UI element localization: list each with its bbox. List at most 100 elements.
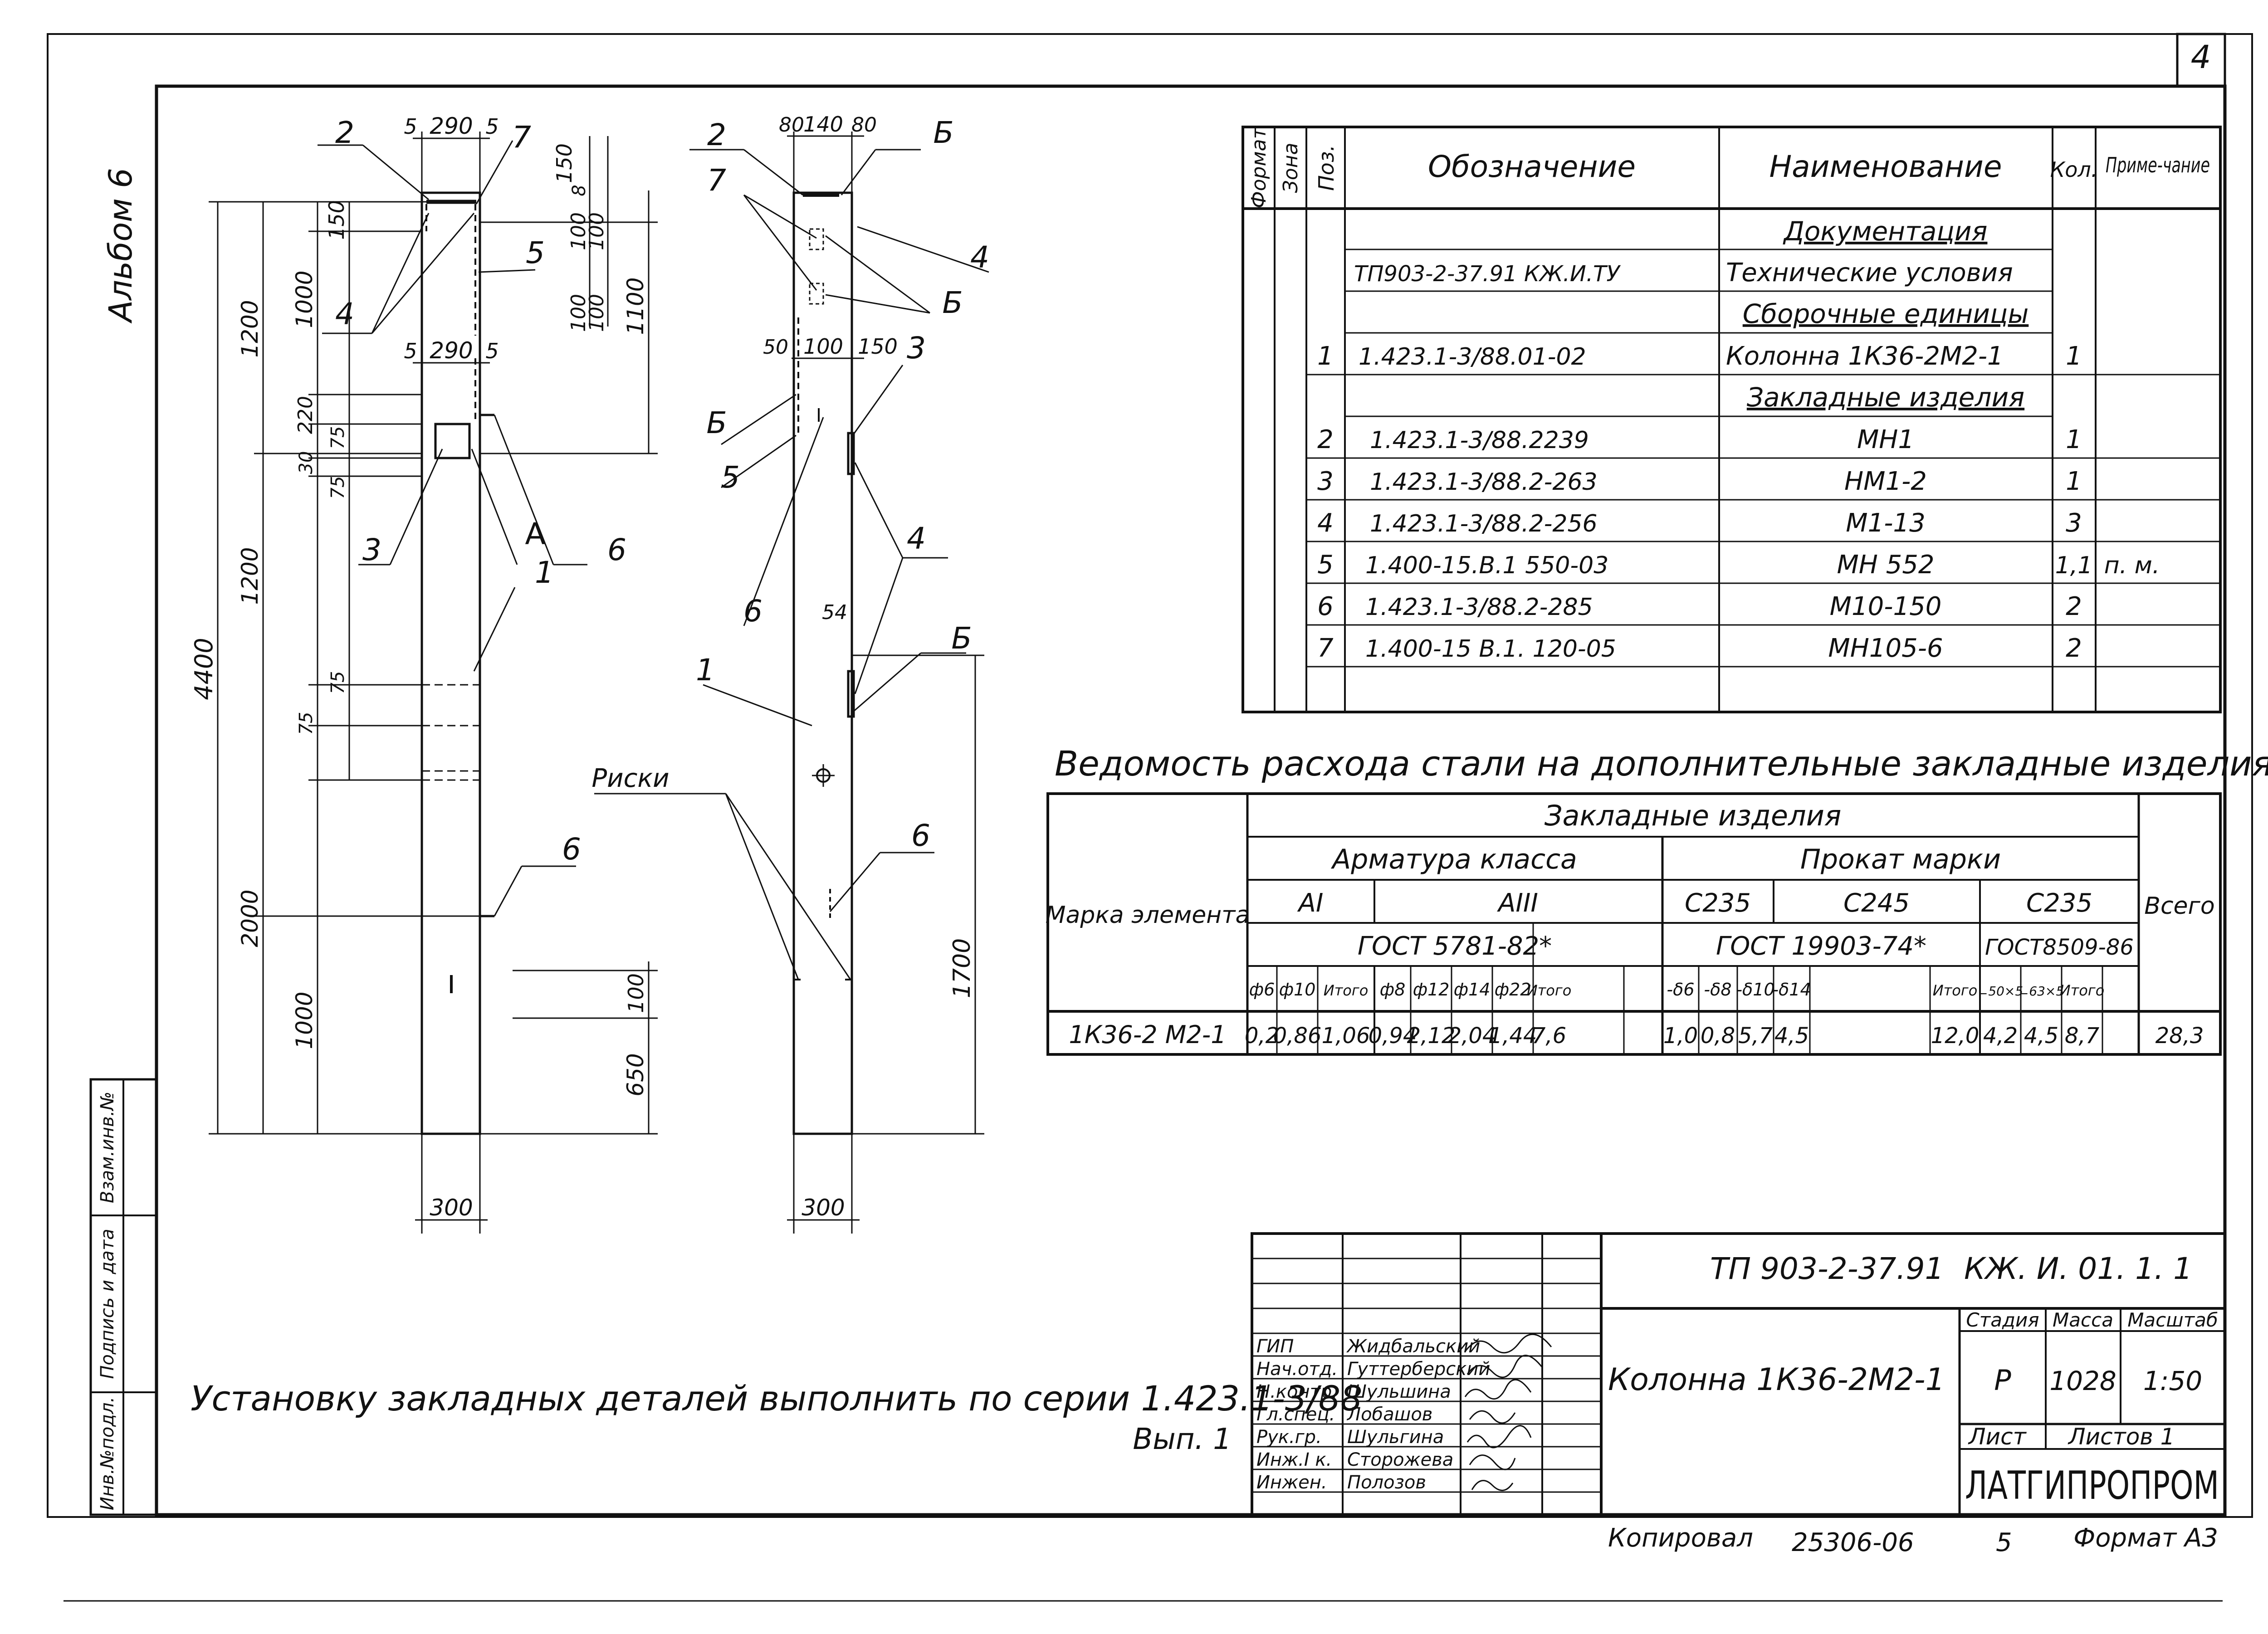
steel-group-rebar: Арматура класса: [1330, 844, 1577, 875]
steel-table: Марка элемента Всего Закладные изделия А…: [1046, 792, 2222, 1056]
dim-front-75c: 75: [327, 671, 348, 694]
steel-val-13: 12,0: [1931, 1023, 1980, 1049]
steel-sub-7: Итого: [1527, 982, 1572, 999]
steel-col-mark: Марка элемента: [1046, 902, 1250, 929]
tb-name-2: Шульшина: [1347, 1381, 1451, 1402]
label-side-2: 2: [707, 117, 726, 152]
spec-row-name: М10-150: [1830, 592, 1942, 621]
tb-scale-label: Масштаб: [2127, 1309, 2218, 1331]
label-marks: Риски: [591, 764, 669, 793]
stamp-replace-inv: Взам.инв.№: [97, 1092, 118, 1203]
album-label: Альбом 6: [102, 168, 139, 323]
steel-gost-3: ГОСТ8509-86: [1985, 935, 2134, 960]
steel-val-15: 4,5: [2024, 1023, 2058, 1049]
spec-row-designation: ТП903-2-37.91 КЖ.И.ТУ: [1354, 261, 1621, 287]
steel-sub-11: -δ14: [1772, 980, 1811, 1000]
spec-header-pos: Поз.: [1314, 145, 1339, 191]
spec-row-name: МН1: [1857, 425, 1914, 454]
spec-row-designation: 1.400-15 В.1. 120-05: [1365, 635, 1616, 663]
label-side-6-bottom: 6: [911, 818, 930, 853]
steel-val-16: 8,7: [2065, 1023, 2100, 1049]
note-line-1: Установку закладных деталей выполнить по…: [191, 1378, 1363, 1419]
dim-front-1200-mid: 1200: [237, 547, 263, 605]
spec-header-format: Формат: [1247, 127, 1271, 208]
side-stamp: Инв.№подл. Подпись и дата Взам.инв.№: [89, 1078, 158, 1516]
spec-row-designation: 1.423.1-3/88.2239: [1370, 427, 1589, 454]
label-front-7: 7: [512, 120, 531, 155]
dim-front-100a: 100: [567, 212, 590, 250]
spec-row-pos: 6: [1317, 592, 1334, 621]
dim-side-top-140: 140: [803, 112, 843, 137]
spec-row-name: Технические условия: [1726, 258, 2013, 288]
label-side-7: 7: [707, 163, 726, 198]
dim-side-top-80a: 80: [779, 113, 804, 137]
spec-row-9: 6 1.423.1-3/88.2-285 М10-150 2: [1317, 592, 2082, 621]
steel-sub-2: Итого: [1324, 982, 1369, 999]
tb-stage-label: Стадия: [1966, 1309, 2039, 1331]
spec-row-8: 5 1.400-15.В.1 550-03 МН 552 1,1 п. м.: [1317, 550, 2160, 580]
spec-row-pos: 2: [1317, 425, 1334, 454]
note-line-2: Вып. 1: [1133, 1423, 1232, 1456]
steel-val-0: 0,2: [1245, 1023, 1279, 1049]
side-view: 80 140 80 50 100 150 54 1700 300 2 Б 7 4…: [591, 112, 989, 1234]
steel-grade-2: С245: [1843, 888, 1910, 918]
dim-front-top-5a: 5: [404, 114, 417, 139]
steel-sub-10: -δ10: [1736, 980, 1774, 1000]
spec-table: Формат Зона Поз. Обозначение Наименовани…: [1242, 126, 2222, 713]
dim-front-220: 220: [294, 396, 317, 434]
dim-side-300: 300: [802, 1195, 845, 1221]
spec-row-name: МН 552: [1837, 550, 1934, 580]
steel-val-14: 4,2: [1983, 1023, 2018, 1049]
dim-front-75d: 75: [296, 712, 317, 735]
spec-row-name: МН105-6: [1828, 634, 1943, 663]
steel-val-4: 2,12: [1407, 1023, 1456, 1049]
label-front-6: 6: [607, 532, 626, 567]
steel-sub-6: ф22: [1495, 980, 1531, 1000]
label-side-4-top: 4: [970, 240, 989, 275]
spec-row-designation: 1.423.1-3/88.2-285: [1365, 594, 1593, 621]
label-front-6-bottom: 6: [562, 832, 581, 867]
steel-val-2: 1,06: [1322, 1023, 1370, 1049]
spec-row-pos: 4: [1317, 508, 1334, 538]
steel-sub-16: Итого: [2060, 982, 2105, 999]
spec-row-pos: 7: [1317, 634, 1334, 663]
steel-val-11: 4,5: [1774, 1023, 1809, 1049]
dim-front-100d: 100: [585, 294, 608, 332]
steel-row-total: 28,3: [2156, 1023, 2204, 1049]
steel-sub-15: ∟63×5: [2019, 984, 2064, 999]
footer-code: 25306-06: [1792, 1528, 1914, 1557]
steel-sub-1: ф10: [1279, 980, 1316, 1000]
steel-grade-1: С235: [1685, 888, 1751, 918]
dim-front-4400: 4400: [190, 638, 218, 700]
dim-front-650: 650: [622, 1053, 649, 1096]
stamp-signature-date: Подпись и дата: [97, 1229, 118, 1379]
spec-header-zone: Зона: [1279, 143, 1302, 193]
tb-organization: ЛАТГИПРОПРОМ: [1965, 1463, 2219, 1508]
dim-front-mid-290: 290: [430, 337, 473, 364]
spec-row-name: Сборочные единицы: [1743, 298, 2029, 329]
steel-class-a1: АI: [1297, 888, 1324, 918]
steel-col-lines: [1276, 966, 2103, 1054]
label-front-5: 5: [526, 235, 545, 270]
tb-scale: 1:50: [2143, 1366, 2202, 1396]
outer-frame: [47, 33, 2253, 1518]
tb-name-0: Жидбальский: [1346, 1336, 1480, 1357]
steel-val-3: 0,94: [1369, 1023, 1417, 1049]
dim-front-30: 30: [296, 451, 317, 474]
dim-front-100-bottom: 100: [624, 973, 648, 1013]
spec-row-name: М1-13: [1846, 508, 1925, 538]
dim-side-100: 100: [803, 334, 843, 359]
dim-side-54: 54: [822, 601, 847, 624]
spec-header-designation: Обозначение: [1428, 149, 1636, 184]
spec-row-4: Закладные изделия: [1747, 382, 2024, 413]
tb-stage: Р: [1994, 1364, 2011, 1397]
label-side-6: 6: [743, 594, 763, 629]
steel-val-10: 5,7: [1738, 1023, 1773, 1049]
spec-row-3: 1 1.423.1-3/88.01-02 Колонна 1К36-2М2-1 …: [1317, 341, 2082, 371]
spec-row-10: 7 1.400-15 В.1. 120-05 МН105-6 2: [1317, 634, 2082, 663]
spec-header-note: Приме-чание: [2106, 153, 2210, 177]
tb-role-3: Гл.спец.: [1256, 1404, 1335, 1425]
spec-row-pos: 3: [1317, 467, 1334, 496]
front-view: 5 290 5 5 290 5 150 8 100 100 100 100 12…: [190, 113, 658, 1234]
dim-front-mid-5b: 5: [485, 339, 499, 363]
